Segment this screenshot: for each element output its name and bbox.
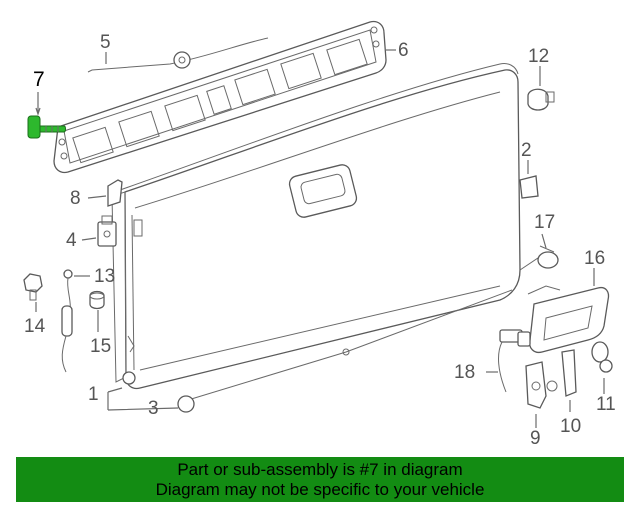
part-16-handle <box>527 285 610 354</box>
part-3-cable <box>177 289 513 413</box>
info-banner: Part or sub-assembly is #7 in diagram Di… <box>16 457 624 502</box>
callout-16: 16 <box>584 248 605 269</box>
trim-panel <box>53 20 387 174</box>
callout-3: 3 <box>148 398 159 419</box>
part-8-bracket <box>107 179 123 207</box>
part-18-harness <box>498 329 531 393</box>
part-9-bracket <box>525 361 558 409</box>
callout-2: 2 <box>521 140 532 161</box>
part-2-bumper <box>519 175 539 199</box>
callout-8: 8 <box>70 188 81 209</box>
callout-18: 18 <box>454 362 475 383</box>
callout-1: 1 <box>88 384 99 405</box>
callout-9: 9 <box>530 428 541 449</box>
leader-lines <box>35 49 605 428</box>
callout-17: 17 <box>534 212 555 233</box>
part-11-pivot <box>591 341 613 373</box>
part-14-bolt <box>23 273 43 301</box>
callout-11: 11 <box>596 394 616 415</box>
callout-5: 5 <box>100 32 111 53</box>
callout-7: 7 <box>33 68 45 91</box>
part-15-bushing <box>89 290 105 310</box>
part-17-clip <box>519 245 559 271</box>
part-10-strap <box>561 349 577 397</box>
banner-line-2: Diagram may not be specific to your vehi… <box>155 480 485 499</box>
callout-10: 10 <box>560 416 581 437</box>
part-5-cable <box>87 37 269 73</box>
callout-14: 14 <box>24 316 46 337</box>
callout-13: 13 <box>94 266 115 287</box>
callout-12: 12 <box>528 46 549 67</box>
banner-line-1: Part or sub-assembly is #7 in diagram <box>177 460 463 479</box>
callout-4: 4 <box>66 230 77 251</box>
part-4-latch <box>97 215 117 247</box>
part-12-bumper <box>527 88 555 111</box>
tailgate-panel <box>111 63 521 390</box>
callout-6: 6 <box>398 40 409 61</box>
part-7-bolt <box>27 115 66 139</box>
part-13-cable <box>61 269 73 373</box>
callout-15: 15 <box>90 336 111 357</box>
parts-diagram: 7 5 6 12 2 8 4 17 13 16 14 15 18 1 11 3 … <box>23 20 616 449</box>
